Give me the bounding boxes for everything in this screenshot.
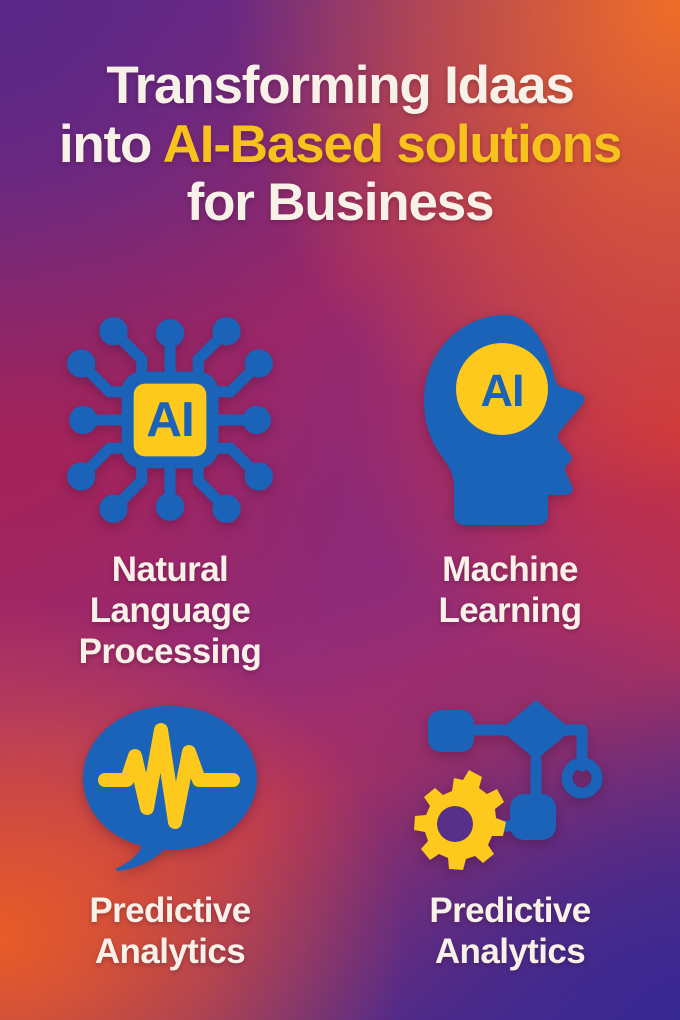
ai-head-profile-icon: AI <box>410 300 610 540</box>
caption-line: Analytics <box>94 931 246 971</box>
headline-line-3: for Business <box>186 173 495 233</box>
caption-line: Predictive <box>429 890 591 930</box>
caption-line: Processing <box>78 631 262 671</box>
page-title: Transforming Idaas into AI-Based solutio… <box>0 56 680 233</box>
feature-predictive-analytics-right[interactable]: Predictive Analytics <box>340 691 680 973</box>
speech-bubble-waveform-icon <box>77 691 263 881</box>
feature-caption: Natural Language Processing <box>79 550 262 673</box>
caption-line: Machine <box>442 550 578 589</box>
headline-line-2: into AI-Based solutions <box>14 114 666 174</box>
svg-text:AI: AI <box>481 365 524 416</box>
headline-accent-text: AI-Based solutions <box>162 114 623 174</box>
svg-text:AI: AI <box>146 392 193 447</box>
feature-machine-learning[interactable]: AI Machine Learning <box>340 300 680 673</box>
feature-caption: Machine Learning <box>438 550 583 632</box>
feature-caption: Predictive Analytics <box>89 890 251 973</box>
feature-grid: AI Natural Language Processing AI Machin… <box>0 300 680 973</box>
caption-line: Predictive <box>89 890 251 930</box>
caption-line: Learning <box>438 590 583 630</box>
feature-predictive-analytics-left[interactable]: Predictive Analytics <box>0 691 340 973</box>
ai-chip-icon: AI <box>59 300 281 540</box>
caption-line: Natural <box>111 550 229 589</box>
headline-line-2-prefix: into <box>58 114 163 174</box>
flowchart-gear-icon <box>414 691 606 881</box>
caption-line: Analytics <box>434 931 586 971</box>
headline-line-1: Transforming Idaas <box>106 56 575 115</box>
feature-caption: Predictive Analytics <box>429 890 591 973</box>
caption-line: Language <box>89 590 251 630</box>
feature-natural-language-processing[interactable]: AI Natural Language Processing <box>0 300 340 673</box>
